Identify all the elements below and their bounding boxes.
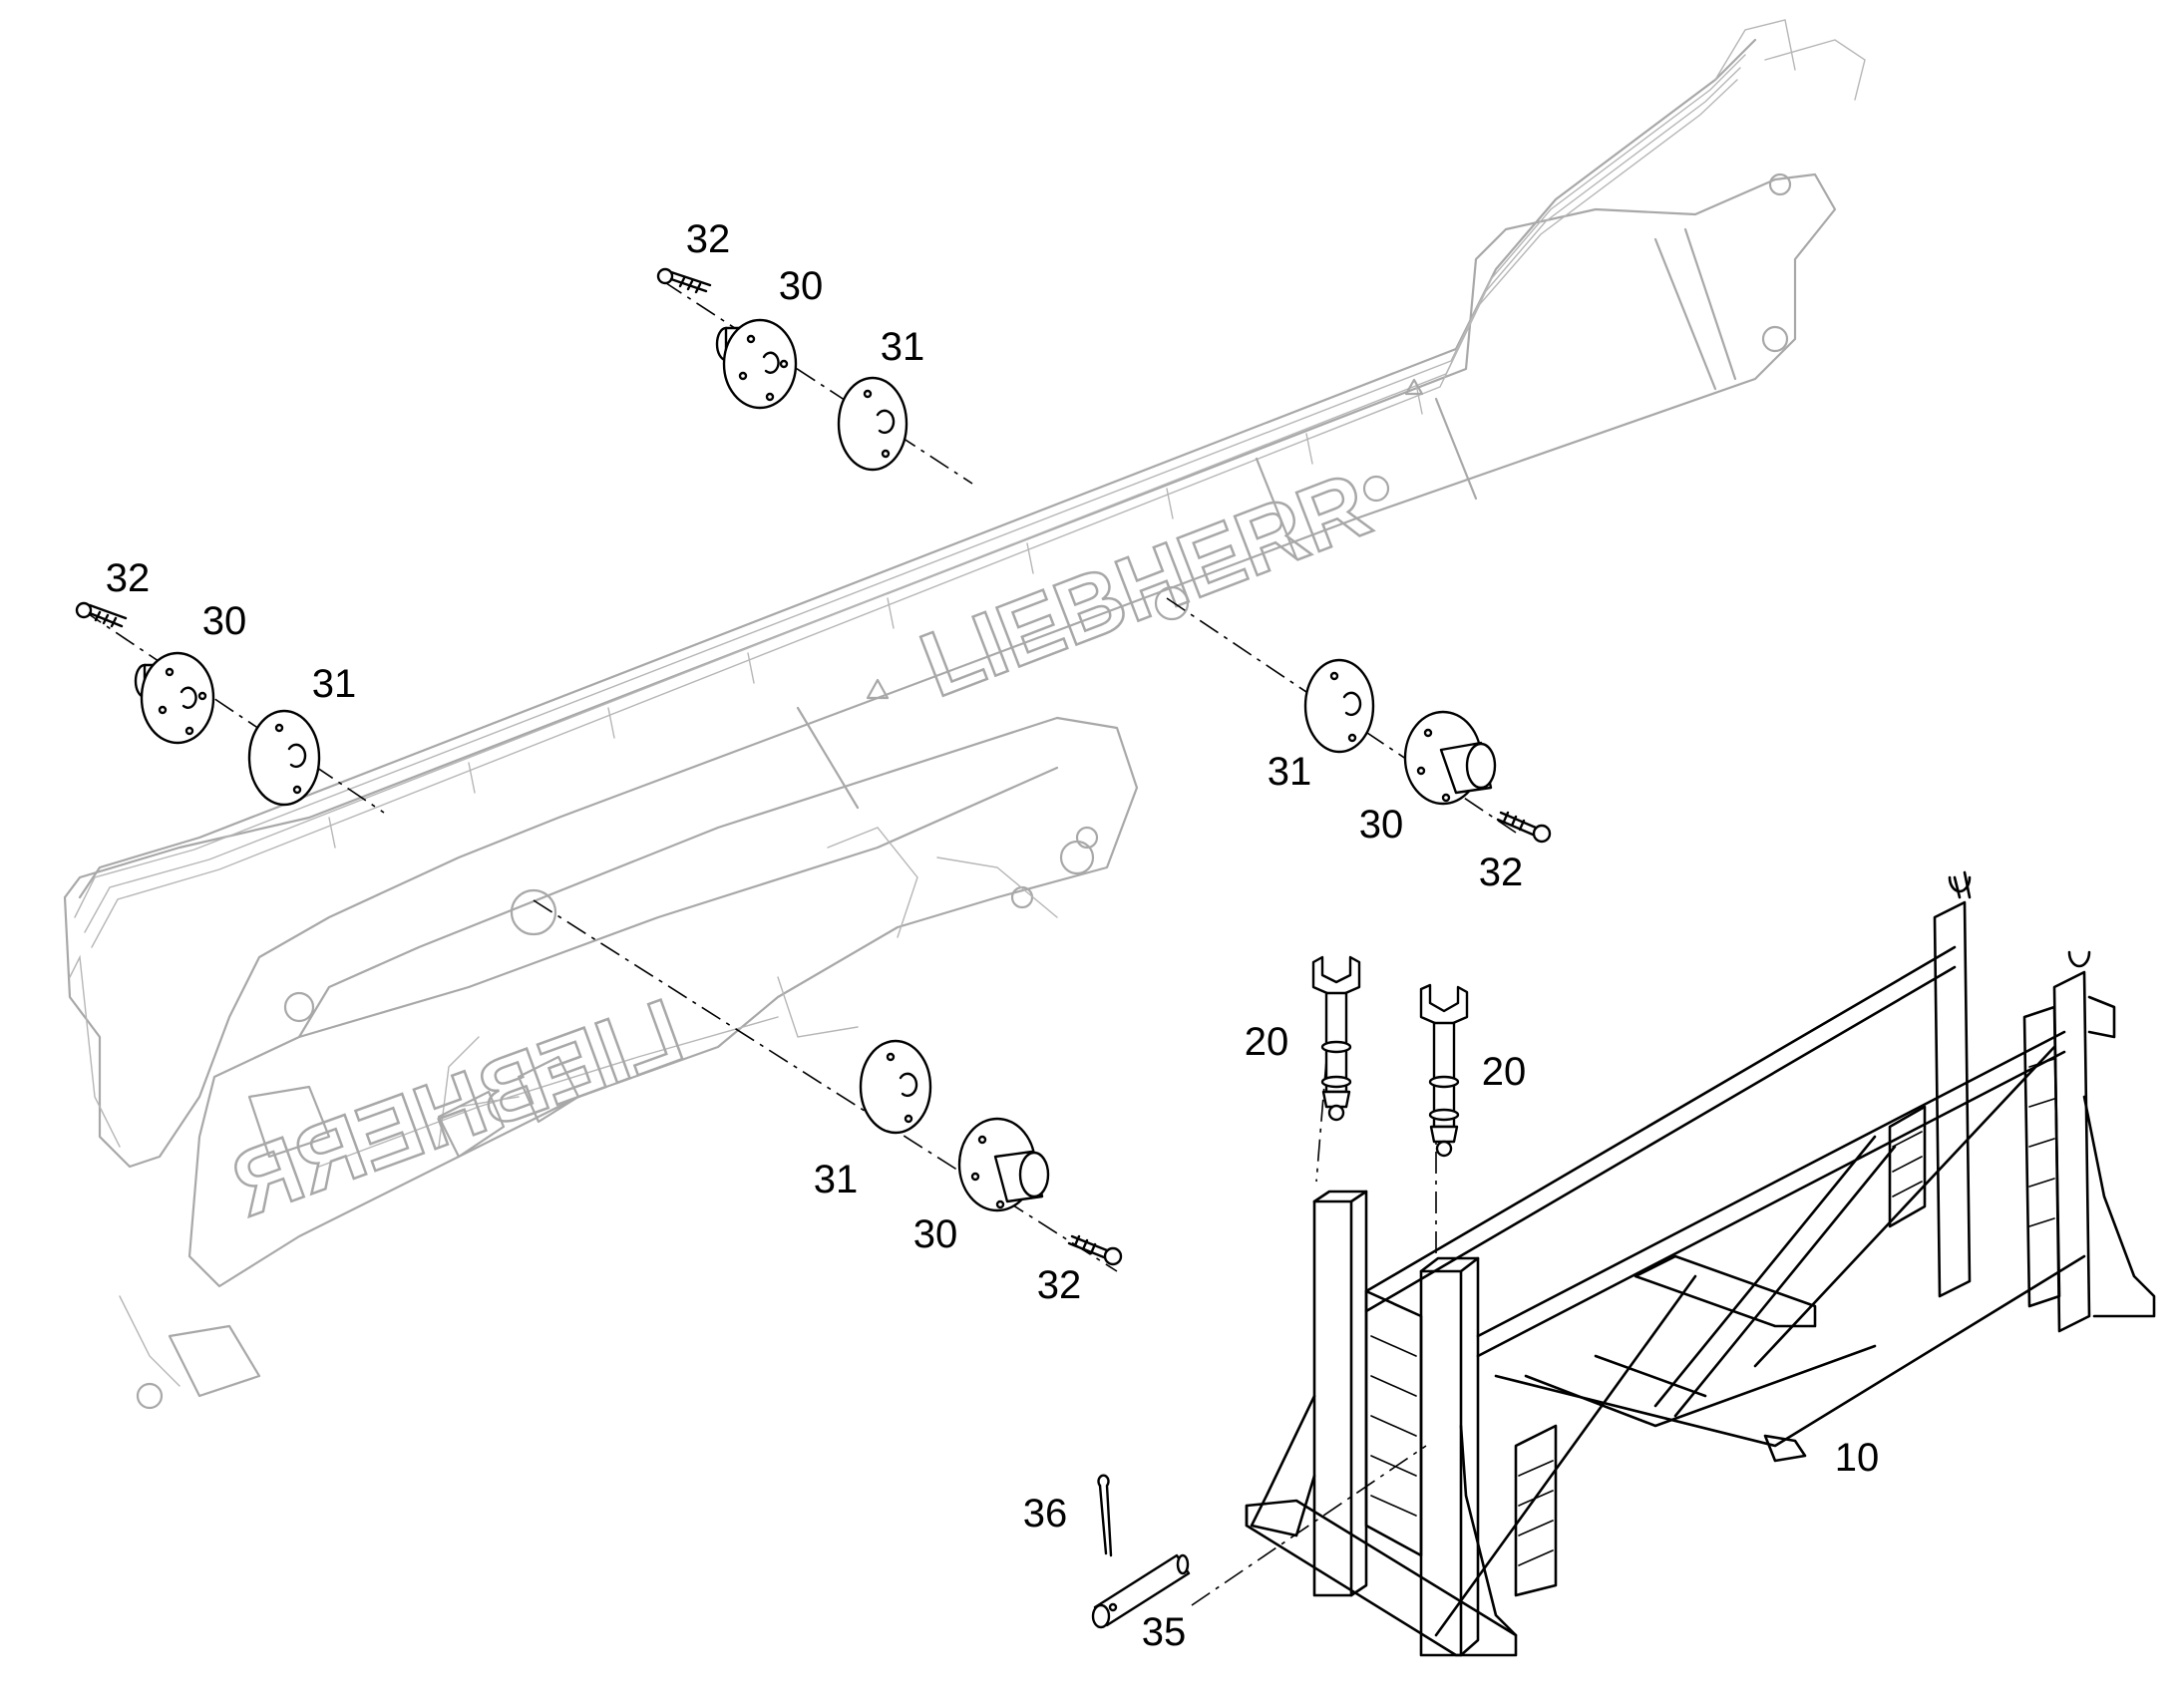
callout-labels: 32 30 31 32 30 31 31 30 32 31 30 32 20 2…	[106, 217, 1880, 1654]
disc-31-left	[247, 709, 321, 807]
callout-10: 10	[1835, 1436, 1880, 1480]
crane-boom-ghosted: LIEBHERR LIEBHERR	[63, 19, 1866, 1410]
disc-31-top	[837, 376, 908, 472]
callout-31-top: 31	[881, 325, 925, 369]
callout-31-mid: 31	[814, 1158, 859, 1201]
callout-32-top: 32	[686, 217, 731, 261]
support-post-20-right	[1419, 983, 1469, 1158]
callout-32-mid: 32	[1037, 1263, 1082, 1307]
transport-frame-10	[1245, 870, 2156, 1657]
bolt-32-left	[75, 601, 128, 628]
callout-36: 36	[1023, 1492, 1068, 1536]
cotter-pin-36	[1097, 1474, 1113, 1557]
flanged-pin-30-mid	[957, 1117, 1050, 1212]
callout-31-left: 31	[312, 662, 357, 706]
flanged-pin-30-right	[1403, 710, 1497, 806]
callout-30-right: 30	[1359, 803, 1404, 847]
callout-32-left: 32	[106, 556, 151, 600]
disc-31-right	[1303, 658, 1375, 754]
callout-30-top: 30	[779, 264, 824, 308]
callout-30-mid: 30	[913, 1212, 958, 1256]
bolt-32-mid	[1067, 1234, 1123, 1266]
bolt-32-top	[656, 267, 712, 294]
callout-32-right: 32	[1479, 851, 1524, 894]
disc-31-mid	[859, 1039, 932, 1135]
callout-31-right: 31	[1268, 750, 1312, 794]
callout-35: 35	[1142, 1610, 1187, 1654]
callout-20-left: 20	[1245, 1020, 1289, 1064]
pin-35	[1091, 1553, 1191, 1629]
bolt-32-right	[1496, 811, 1552, 844]
callout-30-left: 30	[202, 599, 247, 643]
callout-20-right: 20	[1482, 1050, 1527, 1094]
flanged-pin-30-top	[715, 318, 798, 410]
support-post-20-left	[1311, 955, 1361, 1122]
flanged-pin-30-left	[134, 651, 215, 745]
